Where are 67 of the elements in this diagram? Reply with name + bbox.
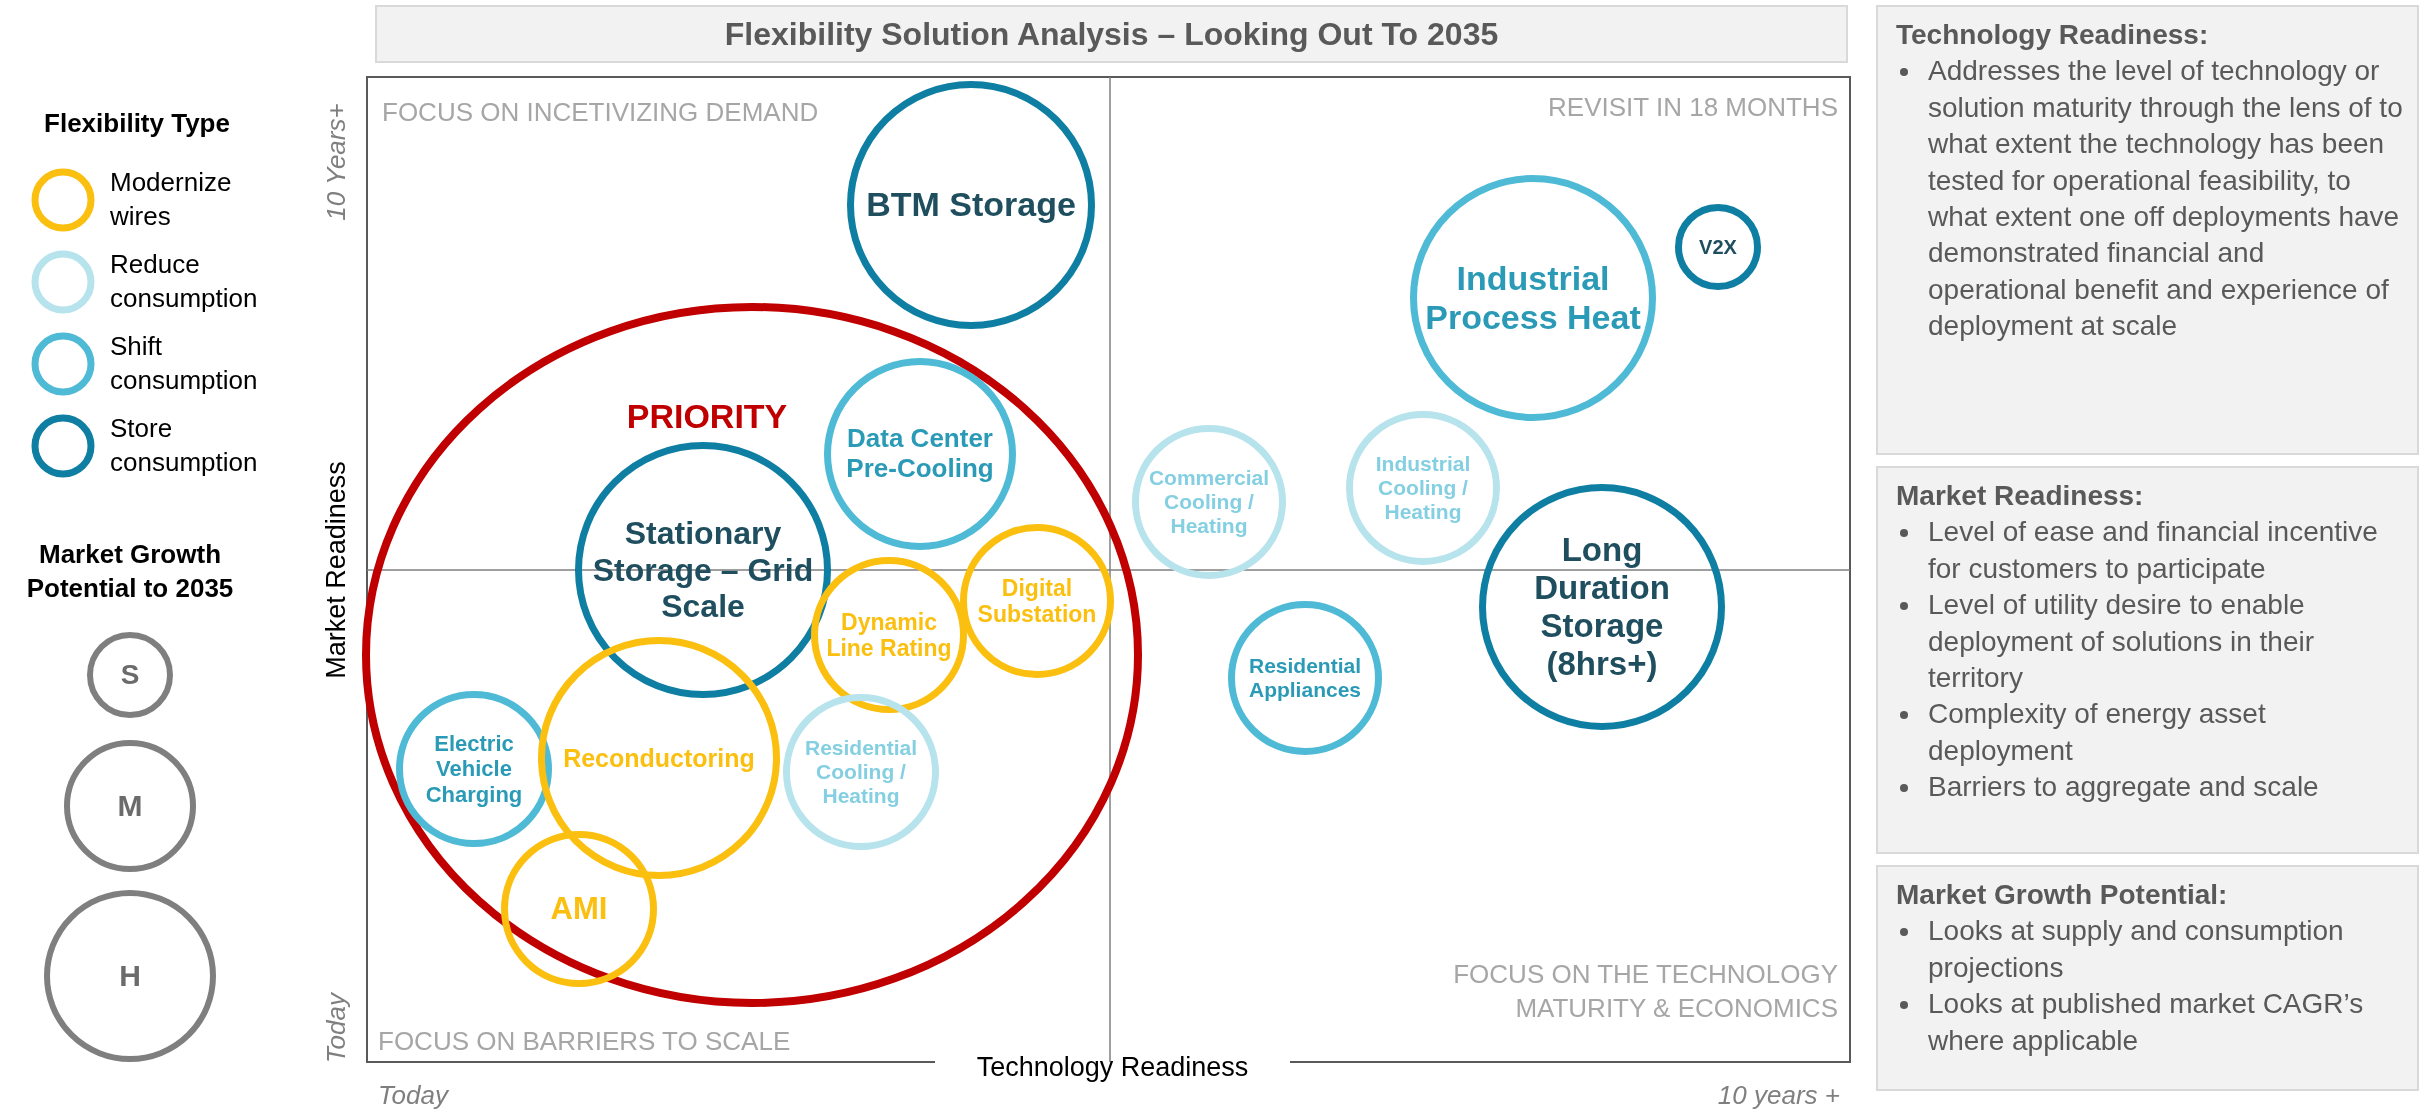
legend-label: Reduce consumption (110, 248, 259, 315)
bubble-label: Long Duration Storage (8hrs+) (1533, 531, 1671, 683)
solution-bubble (1410, 175, 1656, 421)
solution-bubble (538, 637, 780, 879)
bubble-label: Digital Substation (976, 574, 1098, 628)
priority-ellipse (362, 303, 1142, 1007)
bullet-text: Barriers to aggregate and scale (1896, 769, 2403, 806)
bubble-label: Industrial Process Heat (1425, 258, 1641, 338)
bullet-text: Looks at supply and consumption projections (1896, 913, 2403, 987)
info-panel (1876, 5, 2419, 455)
bubble-label: Reconductoring (563, 743, 755, 773)
size-label: M (117, 788, 143, 824)
axis-title: Market Readiness (320, 461, 352, 679)
legend-heading: Market Growth Potential to 2035 (25, 538, 235, 605)
axis-title: Technology Readiness (975, 1052, 1250, 1083)
solution-bubble (1675, 204, 1761, 290)
quadrant-label: REVISIT IN 18 MONTHS (1547, 92, 1838, 123)
legend-label: Modernize wires (110, 166, 233, 233)
bullet-text: Level of utility desire to enable deployment of solutions in their territory (1896, 587, 2403, 697)
solution-bubble (960, 524, 1114, 678)
group-label: PRIORITY (626, 397, 788, 436)
axis-tick-label: 10 Years+ (320, 103, 352, 221)
legend-heading: Flexibility Type (43, 108, 231, 139)
legend-label: Shift consumption (110, 330, 259, 397)
solution-bubble (501, 831, 657, 987)
bullet-text: Complexity of energy asset deployment (1896, 696, 2403, 770)
axis-tick-label: Today (320, 993, 352, 1063)
bullet-text: Addresses the level of technology or solution maturity through the lens of to what extent the technology has been tested for operational feasibility, to what extent one off deployments have demonstrated financial and operational benefit and experience of deployment at scale (1896, 53, 2403, 345)
bubble-label: Commercial Cooling / Heating (1147, 465, 1271, 539)
panel-heading: Market Growth Potential: (1896, 878, 2229, 912)
bubble-label: Electric Vehicle Charging (424, 731, 524, 807)
solution-bubble (1346, 411, 1500, 565)
solution-bubble (1479, 484, 1725, 730)
bubble-label: Residential Appliances (1247, 653, 1362, 703)
panel-heading: Market Readiness: (1896, 479, 2145, 513)
solution-bubble (396, 691, 552, 847)
quadrant-label: FOCUS ON INCETIVIZING DEMAND (382, 96, 820, 129)
size-circle (44, 890, 216, 1062)
axis-tick-label: 10 years + (1716, 1080, 1840, 1110)
legend-label: Store consumption (110, 412, 259, 479)
solution-bubble (783, 694, 939, 850)
info-panel (1876, 466, 2419, 854)
size-label: H (119, 958, 141, 994)
bubble-label: V2X (1699, 235, 1737, 259)
bubble-label: Dynamic Line Rating (826, 608, 952, 662)
quadrant-label: FOCUS ON BARRIERS TO SCALE (378, 1026, 791, 1057)
quadrant-label: FOCUS ON THE TECHNOLOGY MATURITY & ECONOMICS (1452, 958, 1838, 1025)
axis-tick-label: Today (378, 1080, 448, 1110)
solution-bubble (847, 81, 1095, 329)
bubble-label: Stationary Storage – Grid Scale (591, 514, 815, 626)
bubble-label: BTM Storage (866, 185, 1076, 225)
info-panel (1876, 865, 2419, 1091)
title-banner: Flexibility Solution Analysis – Looking Out To 2035 (375, 5, 1848, 63)
size-label: S (120, 658, 140, 692)
size-circle (87, 632, 173, 718)
bullet-text: Level of ease and financial incentive for customers to participate (1896, 514, 2403, 588)
bubble-label: Residential Cooling / Heating (803, 735, 918, 809)
solution-bubble (824, 358, 1016, 550)
solution-bubble (1228, 601, 1382, 755)
bubble-label: AMI (550, 891, 608, 927)
bubble-label: Data Center Pre-Cooling (845, 424, 995, 484)
solution-bubble (1132, 425, 1286, 579)
bubble-label: Industrial Cooling / Heating (1374, 451, 1472, 525)
panel-heading: Technology Readiness: (1896, 18, 2210, 52)
size-circle (64, 740, 196, 872)
solution-bubble (811, 557, 967, 713)
bullet-text: Looks at published market CAGR’s where applicable (1896, 986, 2403, 1059)
